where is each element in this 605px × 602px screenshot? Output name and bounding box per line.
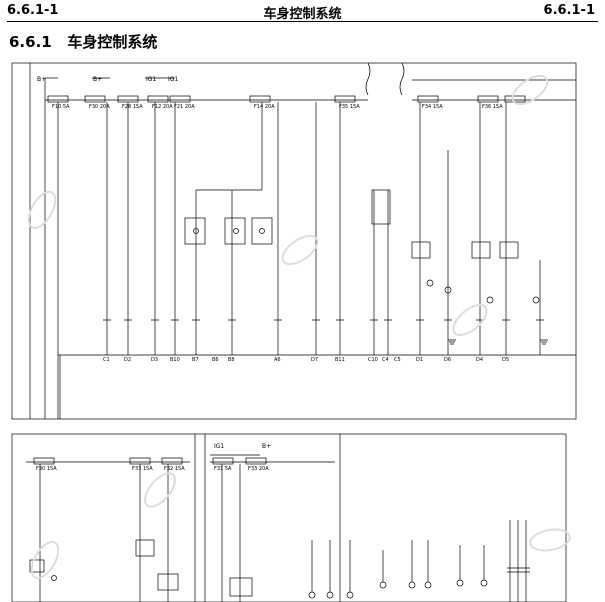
bottom-panel-frame — [11, 433, 567, 602]
pin-label: B8 — [228, 357, 235, 363]
header-rule — [7, 21, 598, 22]
fuse-label: F14 20A — [254, 104, 275, 110]
supply-label: B+ — [262, 443, 271, 450]
relay-4 — [411, 241, 431, 259]
fuse-label: F30 20A — [89, 104, 110, 110]
relay-3 — [251, 217, 273, 245]
supply-label: B+ — [93, 76, 102, 83]
fuse-label: F10 5A — [52, 104, 70, 110]
bottom-fuse-labels: F30 15A F33 15A F32 15A F31 5A F33 20A — [36, 466, 269, 472]
component-box — [29, 559, 45, 573]
relay-6 — [499, 241, 519, 259]
fuse-label: F31 5A — [214, 466, 232, 472]
supply-label: B+ — [37, 76, 46, 83]
pin-label: A6 — [274, 357, 281, 363]
header-title: 车身控制系统 — [263, 7, 342, 22]
pin-label: B7 — [192, 357, 199, 363]
section-title: 车身控制系统 — [67, 33, 158, 51]
top-supply-labels: B+ B+ IG1 IG1 — [37, 76, 178, 83]
pin-label: D2 — [124, 357, 131, 363]
section-heading: 6.6.1 车身控制系统 — [9, 31, 157, 52]
fuse-label: F12 20A — [152, 104, 173, 110]
module-box — [371, 189, 391, 225]
relay-8 — [157, 573, 179, 591]
fuse-label: F32 15A — [164, 466, 185, 472]
relay-5 — [471, 241, 491, 259]
fuse-label: F21 20A — [174, 104, 195, 110]
relay-7 — [135, 539, 155, 557]
pin-label: B11 — [335, 357, 345, 363]
top-panel-frame — [11, 62, 577, 420]
top-panel — [11, 62, 577, 420]
pin-label: D5 — [502, 357, 509, 363]
relay-1 — [184, 217, 206, 245]
pin-label: C1 — [103, 357, 110, 363]
relay-9 — [229, 577, 253, 597]
fuse-label: F35 15A — [339, 104, 360, 110]
bottom-panel — [11, 433, 567, 602]
supply-label: IG1 — [214, 443, 224, 450]
pin-label: D3 — [151, 357, 158, 363]
supply-label: IG1 — [168, 76, 178, 83]
fuse-label: F28 15A — [122, 104, 143, 110]
fuse-label: F34 15A — [422, 104, 443, 110]
pin-label: B6 — [212, 357, 219, 363]
fuse-label: F33 20A — [248, 466, 269, 472]
header-page-number-left: 6.6.1-1 — [7, 3, 59, 18]
relay-2 — [224, 217, 246, 245]
section-number: 6.6.1 — [9, 33, 52, 51]
pin-label: D4 — [476, 357, 483, 363]
pin-label: B10 — [170, 357, 180, 363]
pin-label: C10 — [368, 357, 378, 363]
supply-label: IG1 — [146, 76, 156, 83]
top-pin-labels: C1 D2 D3 B10 B7 B6 B8 A6 D7 B11 C10 C4 C… — [103, 357, 509, 363]
fuse-label: F36 15A — [482, 104, 503, 110]
header-page-number-right: 6.6.1-1 — [543, 3, 595, 18]
bottom-supply-labels: IG1 B+ — [214, 443, 271, 450]
pin-label: D1 — [416, 357, 423, 363]
fuse-label: F30 15A — [36, 466, 57, 472]
pin-label: C4 — [382, 357, 389, 363]
page-header: 6.6.1-1 车身控制系统 6.6.1-1 — [0, 0, 605, 22]
top-fuse-labels: F10 5A F30 20A F28 15A F12 20A F21 20A F… — [52, 104, 503, 110]
pin-label: D7 — [311, 357, 318, 363]
pin-label: D6 — [444, 357, 451, 363]
fuse-label: F33 15A — [132, 466, 153, 472]
watermark-logo — [27, 74, 571, 580]
pin-label: C5 — [394, 357, 401, 363]
